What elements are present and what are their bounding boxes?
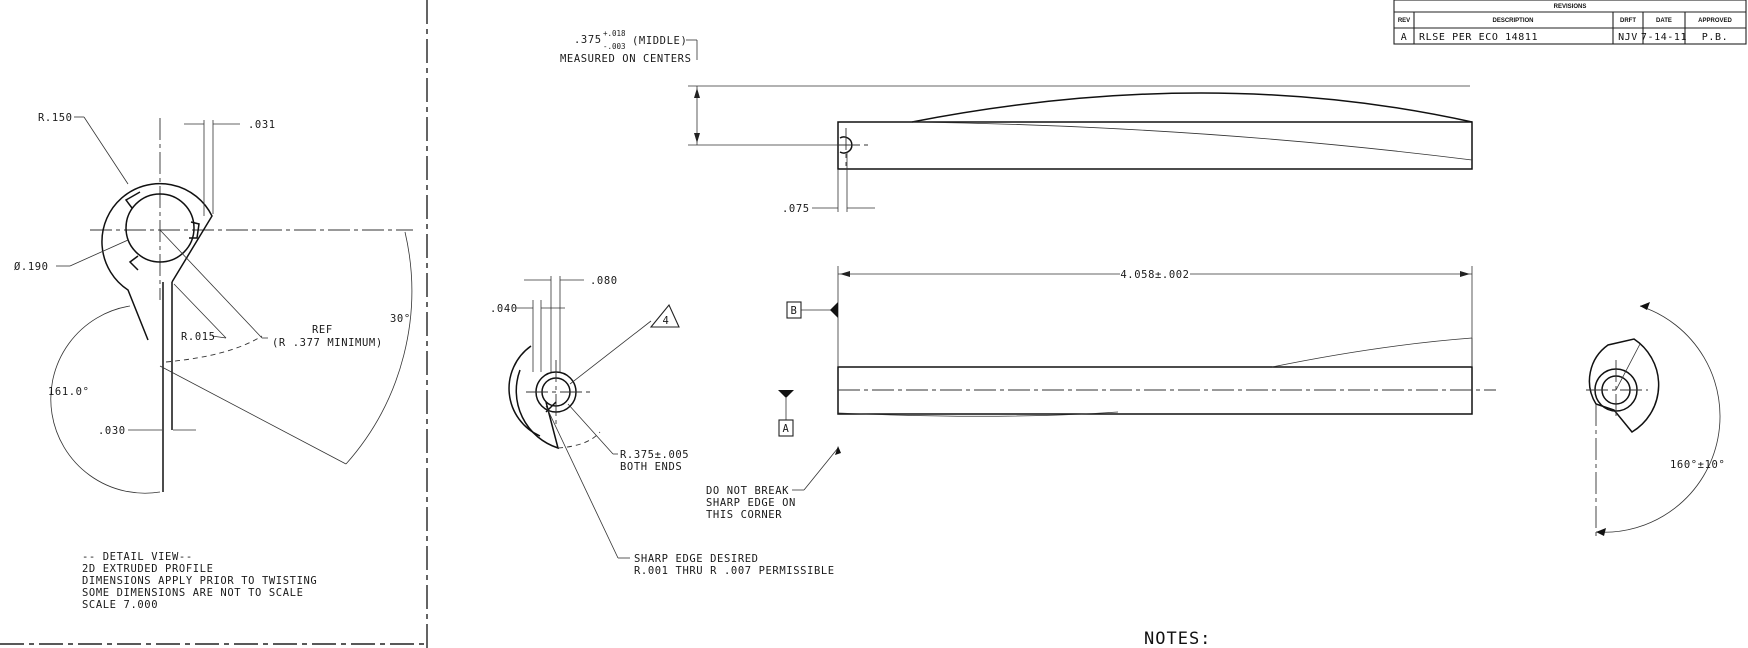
date-header: DATE xyxy=(1656,18,1672,24)
sharp-edge-range: R.001 THRU R .007 PERMISSIBLE xyxy=(634,565,835,577)
dim-030: .030 xyxy=(98,425,126,437)
dim-r375: R.375±.005 xyxy=(620,449,689,461)
detail-note-line-2: 2D EXTRUDED PROFILE xyxy=(82,563,214,575)
top-view: .375 +.018 -.003 (MIDDLE) MEASURED ON CE… xyxy=(560,29,1473,215)
sharp-edge-note: SHARP EDGE DESIRED xyxy=(634,553,759,565)
datum-a: A xyxy=(783,423,790,435)
front-view: 4.058±.002 B A DO NOT BREAK SHARP EDGE O… xyxy=(706,266,1496,521)
dim-r150: R.150 xyxy=(38,112,73,124)
date-cell: 7-14-11 xyxy=(1641,32,1687,43)
approved-header: APPROVED xyxy=(1698,18,1732,24)
drft-header: DRFT xyxy=(1620,18,1636,24)
tol-minus: -.003 xyxy=(603,42,626,51)
corner-note-line-1: DO NOT BREAK xyxy=(706,485,789,497)
dim-30deg: 30° xyxy=(390,313,411,325)
dim-161deg: 161.0° xyxy=(48,386,90,398)
dim-measured: MEASURED ON CENTERS xyxy=(560,53,692,65)
dim-031: .031 xyxy=(248,119,276,131)
revisions-table: REVISIONS REV DESCRIPTION DRFT DATE APPR… xyxy=(1393,0,1747,45)
detail-bore xyxy=(125,193,195,263)
notes-title: NOTES: xyxy=(1144,629,1211,648)
dim-dia190: Ø.190 xyxy=(14,261,49,273)
drft-cell: NJV xyxy=(1618,32,1638,43)
detail-note-line-5: SCALE 7.000 xyxy=(82,599,158,611)
dim-080: .080 xyxy=(590,275,618,287)
detail-note-line-4: SOME DIMENSIONS ARE NOT TO SCALE xyxy=(82,587,304,599)
dim-r377: (R .377 MINIMUM) xyxy=(272,337,383,349)
end-view-left: .080 .040 4 R.375±.005 BOTH ENDS SHARP E… xyxy=(490,275,835,577)
detail-profile xyxy=(101,182,213,341)
dim-375: .375 xyxy=(574,34,602,46)
description-cell: RLSE PER ECO 14811 xyxy=(1419,32,1538,43)
datum-b: B xyxy=(791,305,798,317)
dim-middle: (MIDDLE) xyxy=(632,35,687,47)
dim-length: 4.058±.002 xyxy=(1120,269,1189,281)
description-header: DESCRIPTION xyxy=(1492,18,1533,24)
datum-a-box xyxy=(778,419,794,437)
dim-ref: REF xyxy=(312,324,333,336)
dim-075: .075 xyxy=(782,203,810,215)
flag-number: 4 xyxy=(663,315,670,327)
dim-r015: R.015 xyxy=(181,331,216,343)
rev-header: REV xyxy=(1398,18,1410,24)
rev-cell: A xyxy=(1401,32,1408,43)
flag-triangle xyxy=(649,303,680,328)
dim-040: .040 xyxy=(490,303,518,315)
detail-note-line-3: DIMENSIONS APPLY PRIOR TO TWISTING xyxy=(82,575,317,587)
corner-note-line-2: SHARP EDGE ON xyxy=(706,497,796,509)
corner-note-line-3: THIS CORNER xyxy=(706,509,782,521)
revisions-title: REVISIONS xyxy=(1554,4,1587,10)
detail-view: .031 R.150 Ø.190 REF (R .377 MINIMUM) R.… xyxy=(14,112,413,611)
end-view-right: 160°±10° xyxy=(1586,302,1725,540)
detail-note-line-1: -- DETAIL VIEW-- xyxy=(82,551,193,563)
tol-plus: +.018 xyxy=(603,29,626,38)
approved-cell: P.B. xyxy=(1702,32,1728,43)
both-ends: BOTH ENDS xyxy=(620,461,682,473)
dim-160deg: 160°±10° xyxy=(1670,459,1725,471)
